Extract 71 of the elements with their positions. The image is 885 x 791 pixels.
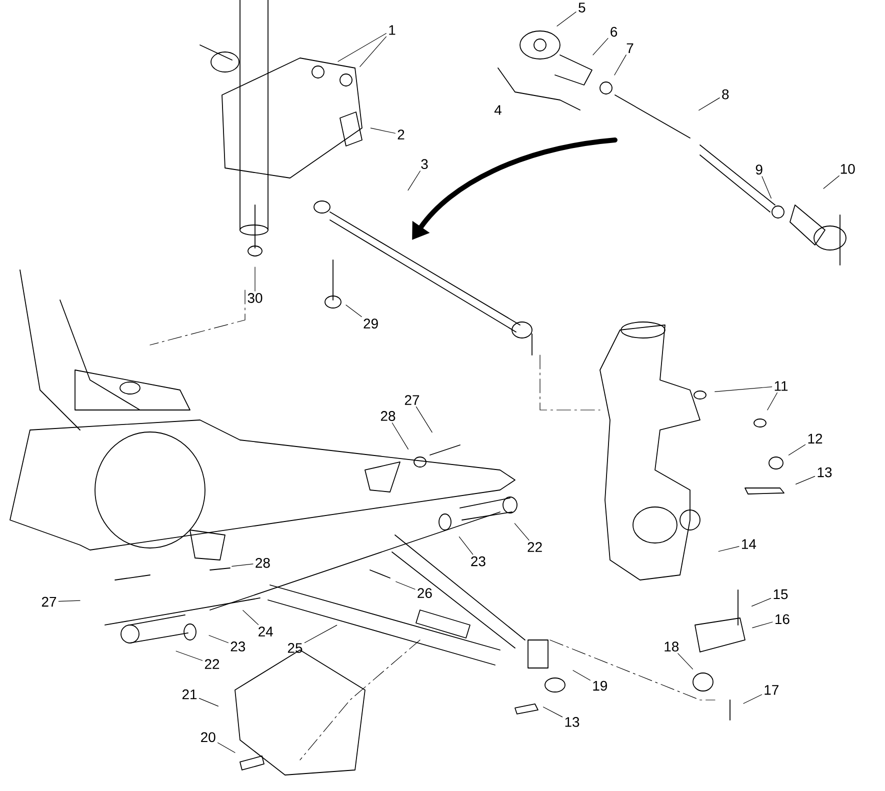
leader-line [788,444,806,456]
leader-line [396,581,416,590]
leader-line [752,598,772,606]
callout-number: 27 [404,395,420,405]
leader-line [614,54,626,76]
callout-number: 26 [418,588,432,598]
callout-number: 24 [258,626,273,636]
callout-number: 7 [626,43,634,53]
leader-line [392,422,408,450]
leader-line [823,175,840,189]
leader-line [752,622,773,628]
callout-number: 22 [204,659,220,669]
callout-number: 4 [494,105,502,115]
callout-number: 27 [42,596,56,607]
leader-line [176,650,203,661]
leader-line [254,266,256,292]
callout-number: 21 [182,689,197,700]
callout-number: 13 [818,467,832,478]
callout-number: 28 [380,411,396,421]
leader-line [678,653,693,670]
callout-number: 13 [565,717,580,727]
leader-line [762,176,772,198]
callout-number: 22 [528,542,542,552]
leader-line [556,12,576,26]
leader-line [416,406,432,433]
leader-line [58,600,80,602]
leader-line [458,536,474,555]
leader-line [218,742,236,753]
leader-line [338,33,386,62]
callout-number: 6 [610,26,618,37]
callout-number: 2 [398,130,404,140]
callout-number: 23 [230,642,246,652]
leader-line [767,392,778,410]
callout-number: 25 [288,643,302,653]
leader-line [360,36,386,67]
leader-line [346,304,362,318]
leader-line [796,476,816,484]
callout-number: 30 [248,293,262,303]
callout-number: 5 [578,2,586,12]
leader-line [208,635,228,644]
leader-line [304,624,338,643]
leader-line [198,698,218,706]
callout-number: 20 [201,732,216,742]
callout-number: 29 [364,318,378,329]
callout-number: 10 [840,164,855,174]
leader-line [232,564,254,567]
callout-number: 28 [256,558,270,568]
callout-number: 9 [756,164,762,175]
leader-line [718,546,740,552]
callout-number: 12 [808,434,822,444]
callout-number: 14 [742,539,756,549]
callout-number: 8 [722,89,729,100]
callout-number: 15 [774,589,788,600]
callout-number: 17 [764,685,778,695]
callout-number: 1 [389,25,396,35]
callout-number: 16 [776,614,790,624]
leader-line [370,128,396,134]
leader-line [592,38,608,56]
leader-line [698,98,720,111]
leader-line [408,170,420,191]
leader-line [743,694,762,704]
callout-number: 19 [593,680,607,691]
callout-number: 3 [421,159,428,170]
leader-line [572,670,590,681]
leader-line [242,610,259,625]
callout-number: 18 [664,642,679,652]
callout-number: 11 [774,381,788,391]
leader-line [714,386,772,392]
callout-number: 23 [471,556,486,566]
leader-line [543,706,563,718]
leader-line [514,523,530,540]
